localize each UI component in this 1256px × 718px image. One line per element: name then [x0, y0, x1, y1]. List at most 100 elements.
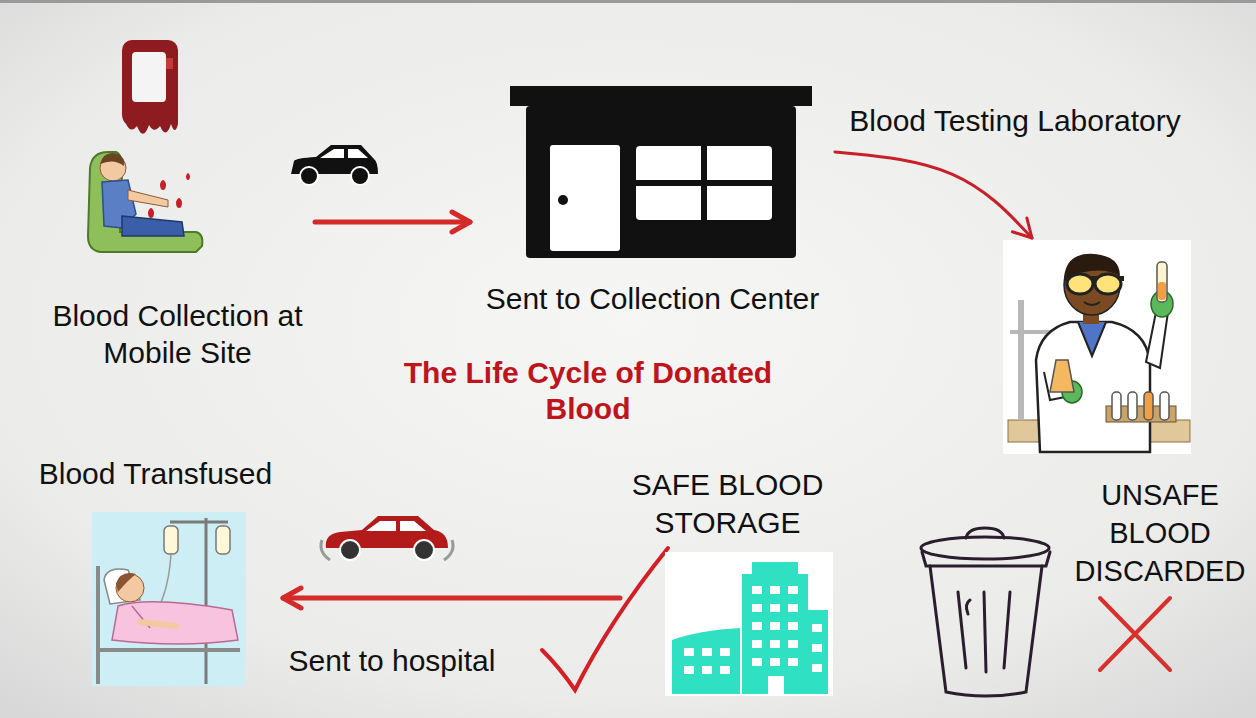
red-car-icon-part	[444, 540, 453, 560]
flow-step: UNSAFE BLOOD DISCARDED	[900, 476, 1252, 698]
art-part-part	[752, 604, 762, 612]
patient-picture-part	[164, 526, 178, 554]
art-part-part	[770, 604, 780, 612]
hospital-picture-part	[665, 552, 833, 696]
trash-can-icon	[921, 528, 1050, 696]
red-car-icon-part	[340, 540, 360, 560]
title-holder: The Life Cycle of Donated Blood	[378, 355, 798, 427]
building-icon-part	[526, 106, 796, 258]
lab-scientist-picture-part	[1036, 322, 1150, 452]
red-car-icon-part	[321, 540, 330, 560]
donor-figure-part	[122, 216, 184, 236]
art-part-part	[770, 640, 780, 648]
patient-picture-part	[92, 512, 246, 686]
diagram-title: The Life Cycle of Donated Blood	[378, 355, 798, 427]
flow-step: Blood Transfused	[28, 455, 283, 685]
art-part-part	[812, 644, 822, 652]
art-part-part	[720, 648, 730, 656]
flow-arrow	[835, 152, 1032, 238]
flow-arrow	[315, 220, 470, 225]
lab-scientist-picture-part	[1018, 300, 1024, 420]
patient-picture-part	[112, 602, 238, 644]
red-car-icon	[321, 516, 453, 560]
trash-can-icon-part	[930, 566, 1042, 696]
lab-scientist-picture-part	[1128, 392, 1137, 420]
edge-label-holder: Sent to hospital	[278, 643, 506, 679]
step-caption: Blood Transfused	[28, 455, 283, 492]
art-part-part	[702, 666, 712, 674]
donor-figure-part	[128, 190, 168, 207]
art-part-part	[752, 622, 762, 630]
blood-bag-icon-part	[122, 108, 178, 134]
patient-picture-part	[96, 566, 100, 684]
cross-mark-part	[1100, 598, 1170, 670]
lab-scientist-picture-part	[1095, 274, 1121, 294]
lab-scientist-picture-part	[1144, 392, 1153, 420]
edge-label: Sent to hospital	[278, 643, 506, 679]
patient-picture-part	[98, 648, 240, 652]
step-caption: Sent to Collection Center	[470, 280, 835, 317]
flow-step: Sent to Collection Center	[470, 80, 835, 325]
red-car-icon-part	[400, 521, 426, 531]
patient-picture-part	[116, 573, 136, 592]
lab-scientist-picture-part	[1078, 322, 1106, 356]
hospital-picture-part	[742, 574, 808, 694]
hospital-picture	[665, 552, 833, 696]
patient-picture-part	[170, 521, 228, 524]
art-part-part	[770, 622, 780, 630]
car-icon-part	[320, 149, 344, 158]
building-icon-part	[510, 86, 812, 106]
lab-scientist-picture-part	[1084, 302, 1100, 305]
art-part-part	[752, 586, 762, 594]
step-caption: Blood Collection at Mobile Site	[40, 297, 315, 371]
building-icon	[510, 86, 812, 258]
trash-can-icon-part	[1004, 592, 1010, 668]
donor-figure-part	[186, 173, 190, 180]
flow-step: Blood Collection at Mobile Site	[40, 35, 315, 375]
donor-figure	[88, 152, 202, 252]
step-caption: Blood Testing Laboratory	[835, 104, 1195, 138]
blood-bag-icon	[122, 40, 178, 134]
top-edge	[0, 0, 1256, 3]
lab-scientist-picture-part	[1160, 392, 1169, 420]
step-caption: UNSAFE BLOOD DISCARDED	[1068, 476, 1252, 590]
lab-scientist-picture	[1003, 240, 1191, 454]
trash-can-icon-part	[921, 537, 1049, 559]
lab-scientist-picture-part	[1003, 240, 1191, 454]
patient-picture-part	[140, 622, 176, 626]
art-part-part	[770, 586, 780, 594]
trash-can-icon-part	[958, 592, 966, 668]
trash-can-icon-part	[922, 552, 1050, 566]
building-icon-part	[636, 146, 772, 220]
patient-picture-part	[216, 526, 230, 554]
art-part-part	[788, 604, 798, 612]
check-mark	[542, 548, 668, 690]
lab-scientist-picture-part	[1050, 360, 1074, 392]
art-part-part	[788, 622, 798, 630]
patient-picture-part	[205, 518, 208, 684]
cross-mark	[1100, 598, 1170, 670]
donor-figure-part	[176, 198, 182, 208]
hospital-picture-part	[808, 610, 828, 694]
blood-bag-icon-part	[132, 52, 166, 102]
step-caption: SAFE BLOOD STORAGE	[620, 466, 835, 542]
red-car-icon-part	[414, 540, 434, 560]
building-icon-part	[550, 145, 620, 251]
art-part-part	[720, 666, 730, 674]
lab-scientist-picture-part	[1067, 274, 1093, 294]
art-part-part	[812, 624, 822, 632]
lab-scientist-picture-part	[1146, 312, 1168, 368]
art-part	[684, 586, 822, 694]
building-icon-part	[558, 195, 568, 205]
trash-can-icon-part	[966, 600, 970, 614]
art-part-part	[752, 640, 762, 648]
flow-step: Blood Testing Laboratory	[1000, 238, 1192, 454]
cross-mark-part	[1100, 598, 1170, 670]
blood-bag-icon-part	[166, 58, 173, 69]
car-icon-part	[351, 167, 369, 185]
lab-scientist-picture-part	[1157, 262, 1167, 302]
donor-figure-part	[160, 180, 166, 190]
